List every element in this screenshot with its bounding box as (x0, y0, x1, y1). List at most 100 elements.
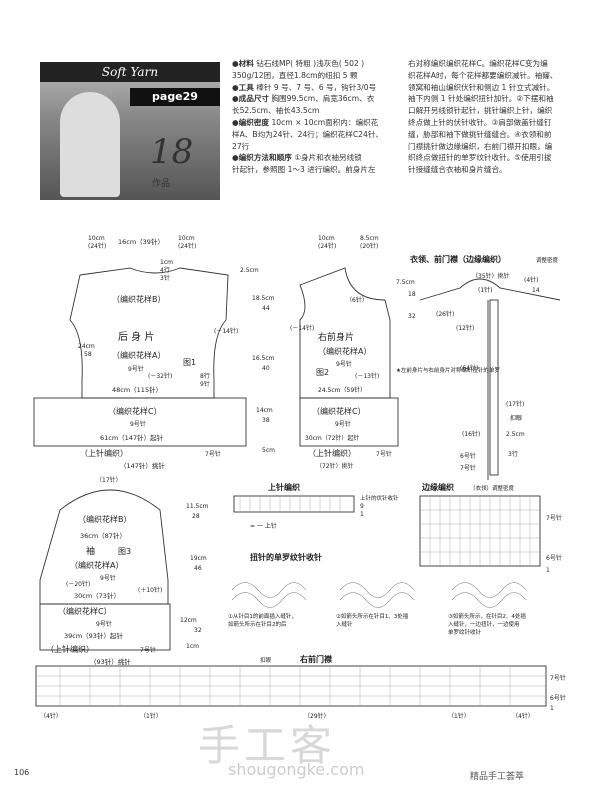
svg-text:7号针: 7号针 (140, 646, 156, 654)
svg-text:(24针): (24针) (178, 242, 196, 250)
svg-text:（93针）挑针: （93针）挑针 (90, 657, 131, 666)
svg-text:（编织花样B）: （编织花样B） (112, 294, 166, 304)
svg-text:（72针）挑针: （72针）挑针 (316, 462, 354, 470)
svg-text:61cm（147针）起针: 61cm（147针）起针 (100, 433, 164, 442)
svg-text:32: 32 (408, 313, 416, 320)
svg-text:7.5cm: 7.5cm (396, 279, 415, 286)
svg-text:1: 1 (360, 511, 364, 518)
watermark-text: 手工客 (198, 721, 337, 770)
title-photo: Soft Yarn page29 (40, 62, 220, 200)
svg-text:(17针): (17针) (506, 400, 524, 408)
svg-text:7号针: 7号针 (460, 464, 476, 472)
svg-text:调整密度: 调整密度 (536, 256, 559, 264)
svg-text:边缘编织: 边缘编织 (421, 482, 454, 492)
svg-text:9号针: 9号针 (100, 574, 116, 582)
svg-text:（编织花样A）: （编织花样A） (112, 350, 165, 360)
svg-text:(64针): (64针) (460, 364, 478, 372)
svg-text:(－13针): (－13针) (355, 372, 379, 380)
svg-text:7号针: 7号针 (546, 514, 562, 522)
svg-text:（4针）: （4针） (512, 712, 534, 720)
svg-text:上针的伏针收针: 上针的伏针收针 (360, 494, 399, 502)
svg-text:（35针）挑针: （35针）挑针 (472, 272, 510, 280)
svg-text:（编织花样C）: （编织花样C） (108, 406, 162, 416)
svg-text:24cm: 24cm (78, 343, 95, 350)
svg-text:如箭头所示在针目2的后: 如箭头所示在针目2的后 (228, 620, 287, 628)
svg-text:9号针: 9号针 (96, 620, 112, 628)
svg-text:10cm: 10cm (318, 235, 335, 242)
svg-text:30cm（73针）: 30cm（73针） (74, 591, 120, 600)
svg-text:4行: 4行 (160, 266, 170, 274)
svg-text:9号针: 9号针 (128, 365, 144, 373)
pattern-number: 18 (150, 132, 194, 172)
svg-text:6号针: 6号针 (460, 452, 476, 460)
watermark-url: shougongke.com (228, 760, 365, 779)
svg-text:(＋10针): (＋10针) (138, 586, 162, 594)
svg-text:7号针: 7号针 (205, 450, 221, 458)
svg-text:7号针: 7号针 (550, 674, 566, 682)
svg-text:(－14针): (－14针) (214, 327, 238, 335)
svg-text:2.5cm: 2.5cm (506, 431, 525, 438)
svg-text:①从针目1的前面插入缝针，: ①从针目1的前面插入缝针， (228, 612, 297, 620)
svg-text:★左前身片与右前身片对称编织扭针的单罗: ★左前身片与右前身片对称编织扭针的单罗 (396, 366, 500, 374)
svg-text:14cm: 14cm (256, 407, 273, 414)
svg-text:1cm: 1cm (160, 259, 173, 266)
svg-text:24.5cm（59针）: 24.5cm（59针） (318, 386, 366, 394)
svg-text:（上针编织）: （上针编织） (80, 448, 128, 458)
svg-text:（29针）: （29针） (304, 712, 330, 720)
model-figure (60, 92, 120, 197)
svg-text:5cm: 5cm (262, 447, 275, 454)
svg-text:袖: 袖 (86, 545, 95, 557)
svg-text:2.5cm: 2.5cm (240, 267, 259, 274)
page-label: page29 (130, 88, 220, 106)
svg-text:28: 28 (192, 513, 200, 520)
svg-text:（1针）: （1针） (448, 712, 470, 720)
svg-text:扣眼: 扣眼 (260, 656, 272, 664)
svg-text:11.5cm: 11.5cm (186, 503, 209, 510)
svg-text:(16针): (16针) (462, 430, 480, 438)
svg-text:9号针: 9号针 (335, 420, 351, 428)
svg-text:②如箭头所示在针目1、3处插: ②如箭头所示在针目1、3处插 (336, 612, 409, 620)
svg-text:6号针: 6号针 (546, 554, 562, 562)
svg-text:上针编织: 上针编织 (268, 482, 300, 492)
svg-text:38: 38 (262, 417, 270, 424)
svg-text:衣领、前门襟（边缘编织）: 衣领、前门襟（边缘编织） (410, 254, 506, 264)
svg-text:9号针: 9号针 (130, 420, 146, 428)
svg-text:右前身片: 右前身片 (318, 331, 354, 343)
svg-text:(24针): (24针) (318, 242, 336, 250)
svg-text:(－32针): (－32针) (148, 372, 172, 380)
svg-text:（上针编织）: （上针编织） (46, 644, 94, 654)
svg-text:3针: 3针 (160, 274, 170, 282)
svg-text:18.5cm: 18.5cm (252, 295, 275, 302)
svg-text:(24针): (24针) (88, 242, 106, 250)
svg-text:18: 18 (408, 291, 416, 298)
svg-text:（编织花样B）: （编织花样B） (78, 514, 132, 524)
svg-text:(4针): (4针) (524, 276, 539, 284)
svg-text:32: 32 (194, 627, 202, 634)
svg-text:10cm: 10cm (88, 235, 105, 242)
steps-block: 右对称编织编织花样C。编织花样C变为编织花样A时，每个花样都要编织减针。袖窿、领… (408, 59, 558, 175)
svg-text:图3: 图3 (118, 547, 131, 556)
svg-text:（衣领）调整密度: （衣领）调整密度 (470, 484, 515, 492)
svg-text:12cm: 12cm (180, 617, 197, 624)
svg-text:后 身 片: 后 身 片 (118, 330, 154, 343)
svg-text:14: 14 (532, 287, 540, 294)
svg-text:（编织花样A）: （编织花样A） (70, 560, 123, 570)
svg-text:（上针编织）: （上针编织） (308, 448, 356, 458)
svg-text:16.5cm: 16.5cm (252, 355, 275, 362)
svg-text:图1: 图1 (183, 358, 196, 367)
svg-text:1cm: 1cm (186, 643, 199, 650)
svg-text:（147针）挑针: （147针）挑针 (120, 461, 165, 470)
svg-text:9号针: 9号针 (336, 360, 352, 368)
svg-text:入缝针，一边扭针，一边使用: 入缝针，一边扭针，一边使用 (448, 620, 520, 628)
svg-text:图2: 图2 (316, 368, 329, 377)
svg-text:10cm: 10cm (178, 235, 195, 242)
svg-text:（17针）: （17针） (96, 476, 122, 484)
svg-text:30cm（72针）起针: 30cm（72针）起针 (305, 434, 359, 442)
svg-text:1: 1 (546, 567, 550, 574)
svg-text:46: 46 (194, 565, 202, 572)
svg-text:7号针: 7号针 (376, 450, 392, 458)
svg-text:入缝针: 入缝针 (336, 620, 353, 628)
page-number: 106 (14, 768, 30, 777)
svg-text:（4针）: （4针） (40, 712, 62, 720)
